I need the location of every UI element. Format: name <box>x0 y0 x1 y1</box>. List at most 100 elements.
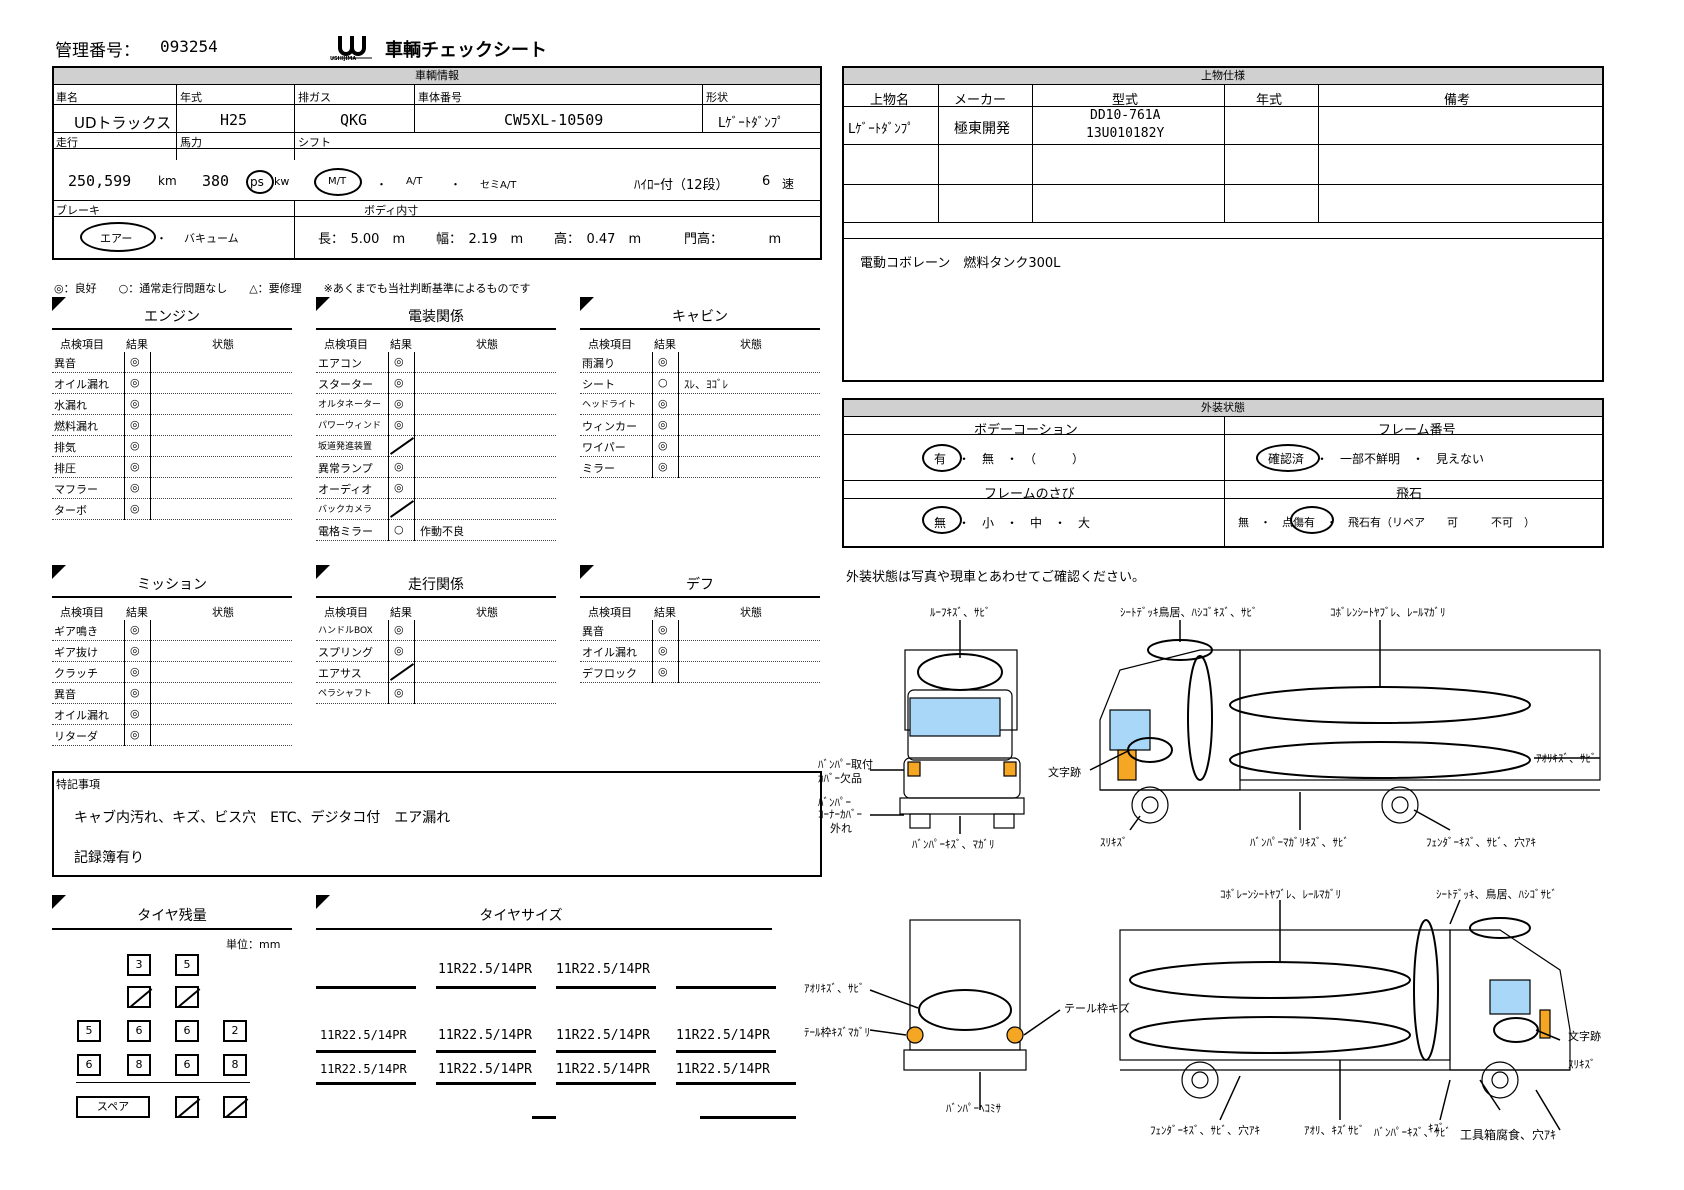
shift-dot-2: ・ <box>450 178 461 191</box>
brake-dot: ・ <box>156 232 167 245</box>
tyre-rear-7: 6 <box>175 1054 199 1076</box>
annot-tail-frame-2: テール枠キズ <box>1064 1002 1130 1015</box>
upper-remarks: 電動コボレーン 燃料タンク300L <box>860 256 1061 271</box>
column-header: 点検項目 <box>588 338 632 351</box>
check-item: 燃料漏れ <box>54 420 98 433</box>
tyre-size-front-right: 11R22.5/14PR <box>556 962 650 977</box>
check-result: ◎ <box>658 644 668 657</box>
body-height: 高： 0.47 m <box>554 232 642 247</box>
annot-gate-scratch-2: ｱｵﾘｷｽﾞ、ｻﾋﾞ <box>804 982 865 995</box>
check-item: クラッチ <box>54 667 98 680</box>
annot-toolbox: 工具箱腐食、穴ｱｷ <box>1460 1128 1557 1142</box>
tyre-rear-8: 8 <box>223 1054 247 1076</box>
mileage-value: 250,599 <box>68 172 132 190</box>
check-result: ◎ <box>130 481 140 494</box>
tyre-size-r1-3: 11R22.5/14PR <box>556 1028 650 1043</box>
check-result: ◎ <box>130 686 140 699</box>
annot-letter-mark: 文字跡 <box>1048 766 1081 779</box>
running-flag-icon <box>316 565 330 579</box>
exterior-stone-options: 無 ・ 点傷有 ・ 飛石有（リペア 可 不可 ） <box>1238 516 1535 529</box>
mission-title: ミッション <box>137 577 207 593</box>
annot-bumper-bend: ﾊﾞﾝﾊﾟｰﾏｶﾞﾘｷｽﾞ、ｻﾋﾞ <box>1250 836 1349 849</box>
check-row: デフロック◎ <box>580 662 820 683</box>
upper-col-maker: メーカー <box>954 93 1007 108</box>
mgmt-label: 管理番号： <box>55 41 140 61</box>
check-row: ヘッドライト◎ <box>580 394 820 415</box>
check-row: ギア抜け◎ <box>52 641 292 662</box>
check-result: ◎ <box>394 481 404 494</box>
annot-corner-cover: ｺｰﾅｰｶﾊﾞｰ <box>818 808 862 821</box>
check-row: マフラー◎ <box>52 478 292 499</box>
company-logo: USHIJIMA <box>330 34 374 64</box>
check-row: ハンドルBOX◎ <box>316 620 556 641</box>
truck-drawings <box>869 620 1601 1131</box>
hilo-text: ﾊｲﾛｰ付（12段） <box>634 178 729 193</box>
check-row: エアコン◎ <box>316 352 556 373</box>
check-item: 排圧 <box>54 462 76 475</box>
tyre-front-left: 3 <box>127 954 151 976</box>
label-shape: 形状 <box>706 91 728 104</box>
upper-col-name: 上物名 <box>870 93 910 108</box>
car-name-value: UDトラックス <box>74 114 172 132</box>
label-mileage: 走行 <box>56 136 78 149</box>
column-header: 状態 <box>476 606 498 619</box>
check-result: ◎ <box>130 728 140 741</box>
column-header: 状態 <box>476 338 498 351</box>
not-applicable-slash <box>389 437 415 455</box>
check-state: ｽﾚ、ﾖｺﾞﾚ <box>684 378 728 391</box>
exhaust-value: QKG <box>340 111 368 129</box>
check-item: ギア抜け <box>54 646 98 659</box>
check-item: オイル漏れ <box>582 646 637 659</box>
check-row: オルタネーター◎ <box>316 394 556 415</box>
mission-flag-icon <box>52 565 66 579</box>
check-result: ◎ <box>394 397 404 410</box>
notes-box: 特記事項 キャブ内汚れ、キズ、ビス穴 ETC、デジタコ付 エア漏れ 記録簿有り <box>52 771 822 877</box>
label-brake: ブレーキ <box>56 204 100 217</box>
check-item: 異音 <box>54 357 76 370</box>
check-item: 電格ミラー <box>318 525 373 538</box>
tyre-size-r2-3: 11R22.5/14PR <box>556 1062 650 1077</box>
check-result: ◎ <box>658 460 668 473</box>
cabin-title: キャビン <box>672 309 728 325</box>
check-row: シート○ｽﾚ、ﾖｺﾞﾚ <box>580 373 820 394</box>
label-body-inner: ボディ内寸 <box>364 204 419 217</box>
gate-height: 門高： m <box>684 232 782 247</box>
tyre-rear-5: 6 <box>77 1054 101 1076</box>
check-item: パワーウィンド <box>318 421 382 431</box>
year-value: H25 <box>220 111 248 129</box>
engine-flag-icon <box>52 297 66 311</box>
upper-col-model: 型式 <box>1112 93 1139 108</box>
tyre-size-r1-4: 11R22.5/14PR <box>676 1028 770 1043</box>
tyre-size-flag-icon <box>316 895 330 909</box>
check-item: 坂道発進装置 <box>318 442 373 452</box>
check-item: 異音 <box>54 688 76 701</box>
check-result: ◎ <box>658 355 668 368</box>
annot-bumper-dent: ﾊﾞﾝﾊﾟｰﾍｺﾐｻ <box>946 1102 1001 1115</box>
body-length: 長： 5.00 m <box>318 232 406 247</box>
electric-flag-icon <box>316 297 330 311</box>
check-item: オイル漏れ <box>54 378 109 391</box>
check-row: ウィンカー◎ <box>580 415 820 436</box>
ps-unit: ps <box>250 175 264 189</box>
annot-scratch: ｷｽﾞ <box>1428 1122 1445 1135</box>
check-result: ◎ <box>394 623 404 636</box>
tyre-rear-6: 8 <box>127 1054 151 1076</box>
upper-spec-box: 上物仕様 上物名 メーカー 型式 年式 備考 Lｹﾞｰﾄﾀﾞﾝﾌﾟ 極東開発 D… <box>842 66 1604 382</box>
annot-scuff-2: ｽﾘｷｽﾞ <box>1568 1058 1596 1071</box>
check-row: スターター◎ <box>316 373 556 394</box>
check-item: ワイパー <box>582 441 626 454</box>
label-car-name: 車名 <box>56 91 78 104</box>
exterior-coat-title: ボデーコーション <box>974 423 1078 438</box>
check-item: ヘッドライト <box>582 400 637 410</box>
notes-line-2: 記録簿有り <box>74 850 144 866</box>
not-applicable-slash <box>389 500 415 518</box>
stone-selected-ring <box>1290 506 1334 534</box>
annot-roof: ﾙｰﾌｷｽﾞ、ｻﾋﾞ <box>930 606 991 619</box>
truck-diagram-area: ﾙｰﾌｷｽﾞ、ｻﾋﾞ ｼｰﾄﾃﾞｯｷ鳥居、ﾊｼｺﾞｷｽﾞ、ｻﾋﾞ ｺﾎﾞﾚﾝｼｰ… <box>800 590 1620 1150</box>
column-header: 状態 <box>740 606 762 619</box>
diff-title: デフ <box>686 577 714 593</box>
upper-model-1: DD10-761A <box>1090 108 1161 123</box>
check-row: ペラシャフト◎ <box>316 683 556 704</box>
check-result: ◎ <box>394 686 404 699</box>
check-result: ◎ <box>130 376 140 389</box>
